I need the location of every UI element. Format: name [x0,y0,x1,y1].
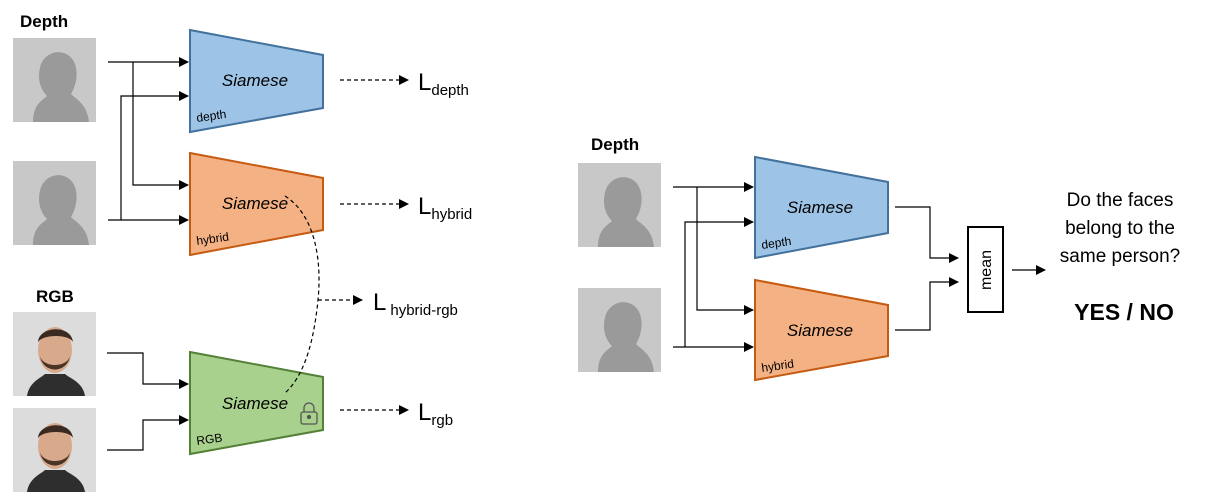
rgb-image-1 [13,312,96,396]
right-connectors [673,182,1046,352]
loss-arrows [318,75,409,415]
net-title: Siamese [222,194,288,213]
loss-depth: Ldepth [418,69,469,99]
depth-image-a [578,163,661,247]
net-tag: hybrid [760,357,794,375]
lock-icon [300,402,318,425]
depth-image-2 [13,161,96,245]
answer-label: YES / NO [1074,299,1174,325]
question-line: same person? [1060,246,1180,267]
siamese-hybrid-network-eval [754,278,889,382]
siamese-rgb-network [189,350,324,456]
left-connectors [107,57,189,451]
loss-rgb: Lrgb [418,399,453,429]
net-tag: depth [195,107,227,125]
mean-box [967,226,1004,313]
net-tag: depth [760,234,792,252]
rgb-image-2 [13,408,96,492]
depth-image-b [578,288,661,372]
depth-image-1 [13,38,96,122]
net-title: Siamese [222,71,288,90]
question-line: Do the faces [1067,190,1174,211]
net-title: Siamese [222,394,288,413]
siamese-hybrid-network [189,151,324,257]
net-tag: hybrid [195,230,229,248]
right-depth-label: Depth [591,135,639,154]
siamese-depth-network-eval [754,155,889,260]
question-line: belong to the [1065,218,1175,239]
loss-hybrid: Lhybrid [418,193,472,223]
siamese-depth-network [189,28,324,134]
left-depth-label: Depth [20,12,68,31]
net-title: Siamese [787,198,853,217]
net-title: Siamese [787,321,853,340]
net-tag: RGB [195,430,223,447]
mean-label: mean [978,250,995,290]
left-rgb-label: RGB [36,287,74,306]
